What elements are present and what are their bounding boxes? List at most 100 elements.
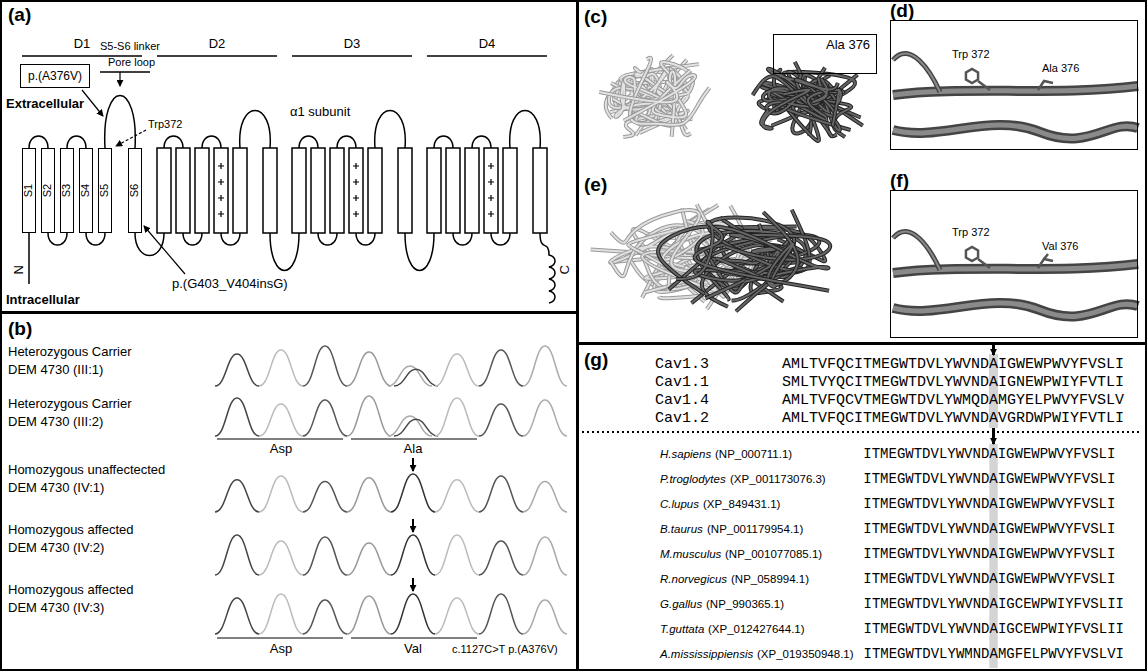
protein-ribbon [676,222,829,291]
subunit-label: α1 subunit [290,104,350,120]
protein-ribbon [893,125,1138,139]
pointer-arrow [412,458,414,471]
inset-frame [890,20,1138,150]
mutation-box: p.(A376V) [20,64,90,88]
sequence: ITMEGWTDVLYWVNDAIGWEWPWVYFVSLI [863,571,1115,588]
domain-line [427,55,547,57]
codon-label: Ala [404,441,423,457]
panel-letter: (c) [584,6,607,29]
domain-label: D1 [74,36,91,52]
transmembrane-segment [465,148,479,233]
trace-peak [523,400,567,436]
protein-name: Cav1.3 [655,356,709,373]
charge-symbol [218,179,224,185]
pointer-arrow [992,345,995,355]
transmembrane-segment: S6 [128,148,142,233]
inset-panel: (f)Trp 372Val 376 [886,172,1142,340]
transmembrane-segment [398,148,412,233]
sequence: AMLTVFQCITMEGWTDVLYWVNDAVGRDWPWIYFVTLI [782,410,1124,427]
codon-underline [217,439,343,440]
panel-letter: (a) [8,4,31,27]
sequence: AMLTVFQCVTMEGWTDVLYWMQDAMGYELPWVYFVSLV [782,392,1124,409]
trace-peak [479,404,523,436]
protein-ribbon [893,303,1138,317]
region-label: Pore loop [108,56,155,69]
protein-ribbon [893,86,1138,95]
trace-peak [391,594,435,634]
charge-symbol [488,211,494,217]
protein-ribbon [796,80,838,102]
trace-peak [347,478,391,512]
trace-peak [394,419,438,436]
protein-ribbon [658,226,828,294]
protein-ribbon [658,226,828,294]
codon-label: Val [404,641,422,657]
protein-ribbon [893,264,1138,273]
side-chain [966,69,978,83]
protein-ribbon [796,80,838,102]
trace-peak [347,352,391,386]
codon-underline [351,638,477,639]
species-name: A.mississippiensis [660,646,753,663]
species-name: G.gallus [660,596,702,613]
sample-label: Heterozygous Carrier [8,344,132,360]
charge-symbol [353,211,359,217]
transmembrane-segment: S5 [98,148,112,233]
trace-peak [303,482,347,512]
transmembrane-segment [157,148,171,233]
species-name: B.taurus [660,521,703,538]
protein-ribbon [893,264,1138,273]
side-chain [1044,254,1048,259]
protein-ribbon [599,75,695,121]
trace-peak [394,369,438,386]
accession: (NP_000711.1) [715,446,792,463]
trace-peak [303,400,347,436]
protein-ribbon [761,90,809,129]
accession: (XP_001173076.3) [730,471,826,488]
sample-label: Homozygous unaffectected [8,462,165,478]
sequence: ITMEGWTDVLYWVNDAIGWEWPWVYFVSLI [863,496,1115,513]
trace-peak [391,535,435,575]
side-chain [978,259,990,268]
linker-bar [100,71,150,73]
protein-ribbon [893,53,940,92]
accession: (NP_990365.1) [706,596,784,613]
trace-peak [391,474,435,512]
transmembrane-segment [233,148,247,233]
pointer-arrow [119,72,120,86]
transmembrane-segment [176,148,190,233]
codon-label: Asp [270,641,292,657]
sequence: ITMEGWTDVLYWMNDAMGFELPWVYFVSLVI [864,646,1124,663]
protein-name: Cav1.2 [655,410,709,427]
trace-peak [215,535,259,575]
residue-label: Ala 376 [1040,62,1081,75]
codon-underline [217,638,343,639]
trace-peak [523,537,567,575]
domain-label: D2 [209,36,226,52]
species-name: R.norvegicus [660,571,727,588]
trace-peak [303,537,347,575]
species-name: P.troglodytes [660,471,726,488]
protein-ribbon [676,222,829,291]
transmembrane-segment [311,148,325,233]
transmembrane-segment [484,148,498,233]
accession: (XP_019350948.1) [757,646,854,663]
panel-letter: (b) [8,318,32,341]
sequence: ITMEGWTDVLYWVNDAIGWEWPWVYFVSLI [863,446,1115,463]
protein-name: Cav1.4 [655,392,709,409]
sequence: ITMEGWTDVLYWVNDAIGCEWPWIYFVSLII [864,621,1124,638]
residue-label: Trp 372 [950,48,992,61]
residue-label: Trp 372 [950,226,992,239]
charge-symbol [218,211,224,217]
charge-symbol [488,195,494,201]
divider-line [582,431,1142,433]
sequence: ITMEGWTDVLYWVNDAIGWEWPWVYFVSLI [863,546,1115,563]
protein-ribbon [893,125,1138,139]
charge-symbol [218,195,224,201]
transmembrane-segment [446,148,460,233]
transmembrane-segment: S4 [79,148,93,233]
trace-peak [523,600,567,634]
trace-peak [215,398,259,436]
species-name: H.sapiens [660,446,711,463]
